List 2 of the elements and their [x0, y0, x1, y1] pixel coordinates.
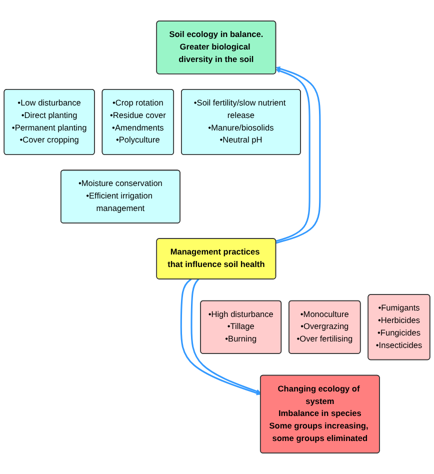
arrow — [276, 68, 310, 242]
arrow — [276, 66, 321, 244]
